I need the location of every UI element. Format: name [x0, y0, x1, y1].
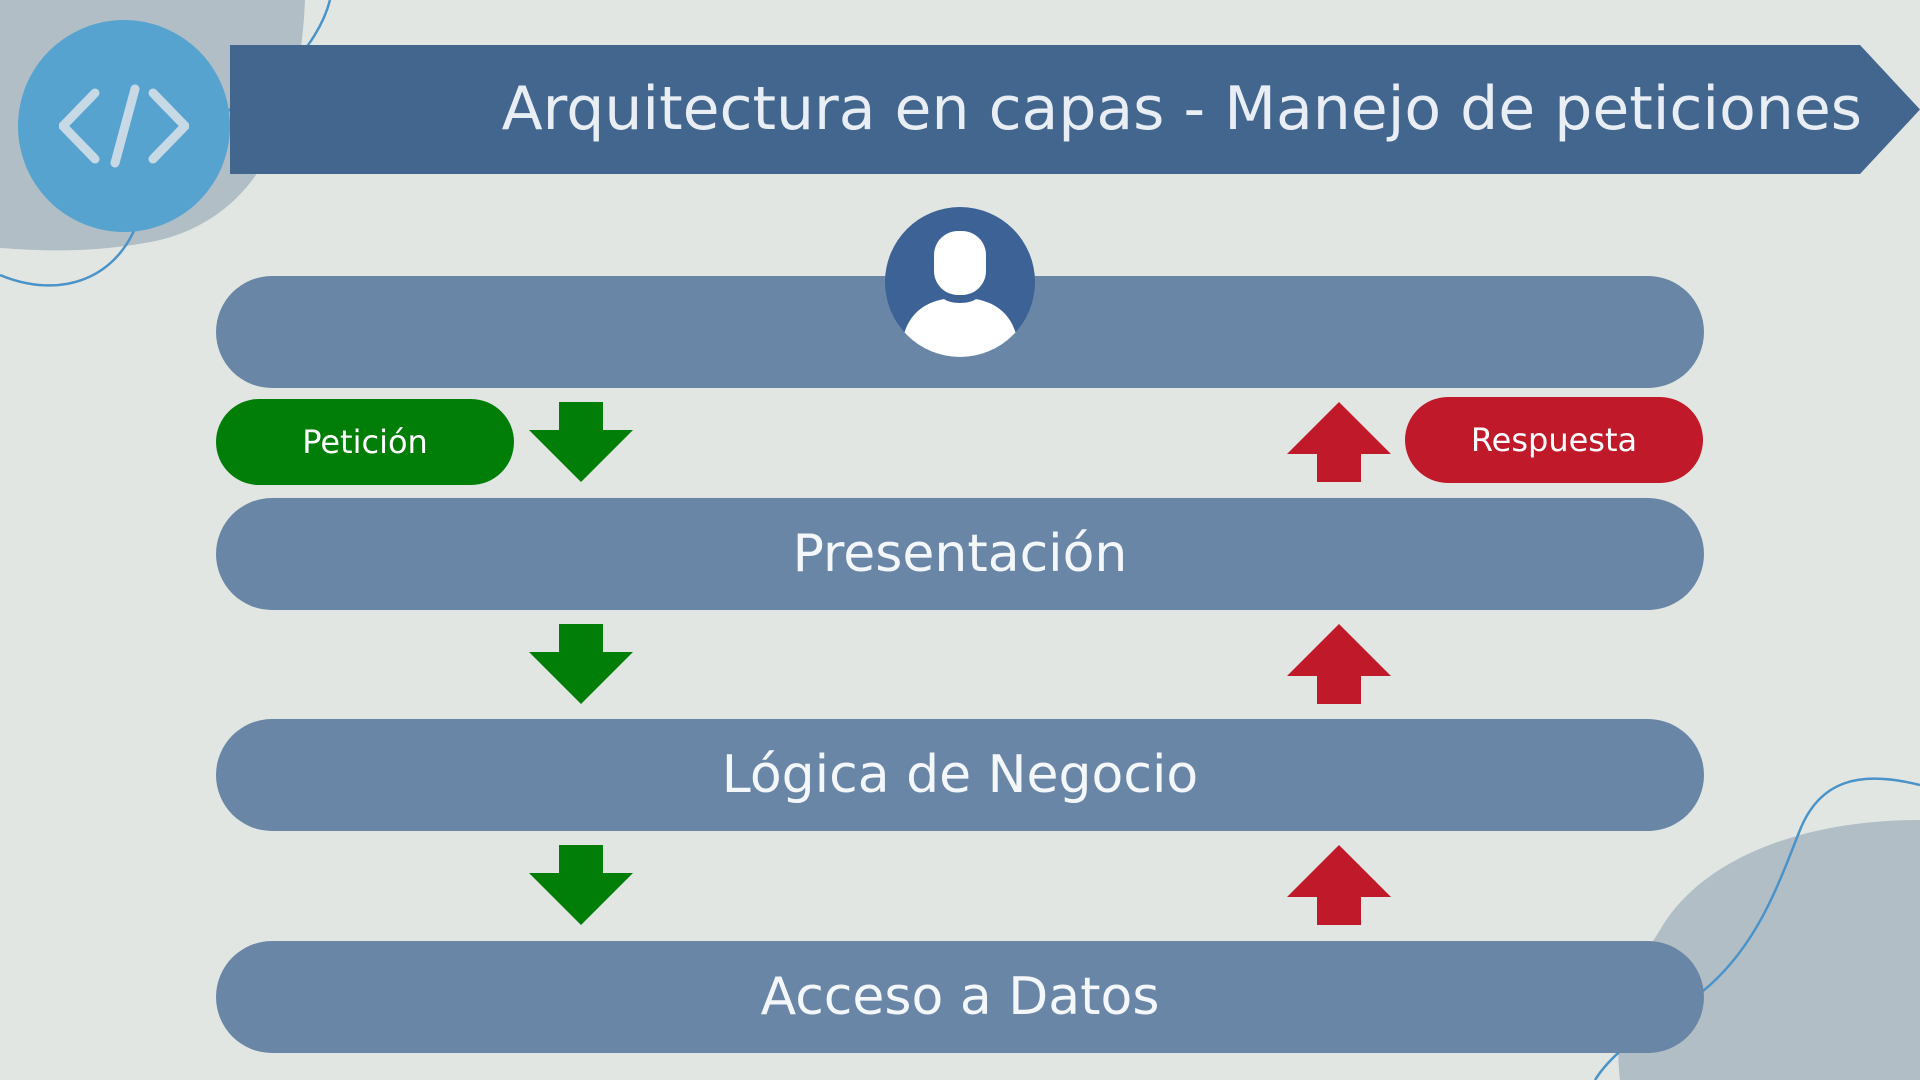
- layer-presentation: Presentación: [216, 498, 1704, 610]
- response-arrow-up-icon: [1287, 624, 1391, 704]
- response-arrow-up-icon: [1287, 845, 1391, 925]
- logo: [18, 20, 230, 232]
- request-pill: Petición: [216, 399, 514, 485]
- layer-data-access: Acceso a Datos: [216, 941, 1704, 1053]
- response-arrow-up-icon: [1287, 402, 1391, 482]
- response-pill: Respuesta: [1405, 397, 1703, 483]
- request-arrow-down-icon: [529, 845, 633, 925]
- request-arrow-down-icon: [529, 624, 633, 704]
- layer-business-logic: Lógica de Negocio: [216, 719, 1704, 831]
- request-arrow-down-icon: [529, 402, 633, 482]
- code-brackets-icon: [59, 84, 189, 168]
- page-title: Arquitectura en capas - Manejo de petici…: [501, 74, 1862, 144]
- user-avatar-icon: [885, 207, 1035, 357]
- title-banner: Arquitectura en capas - Manejo de petici…: [230, 45, 1920, 174]
